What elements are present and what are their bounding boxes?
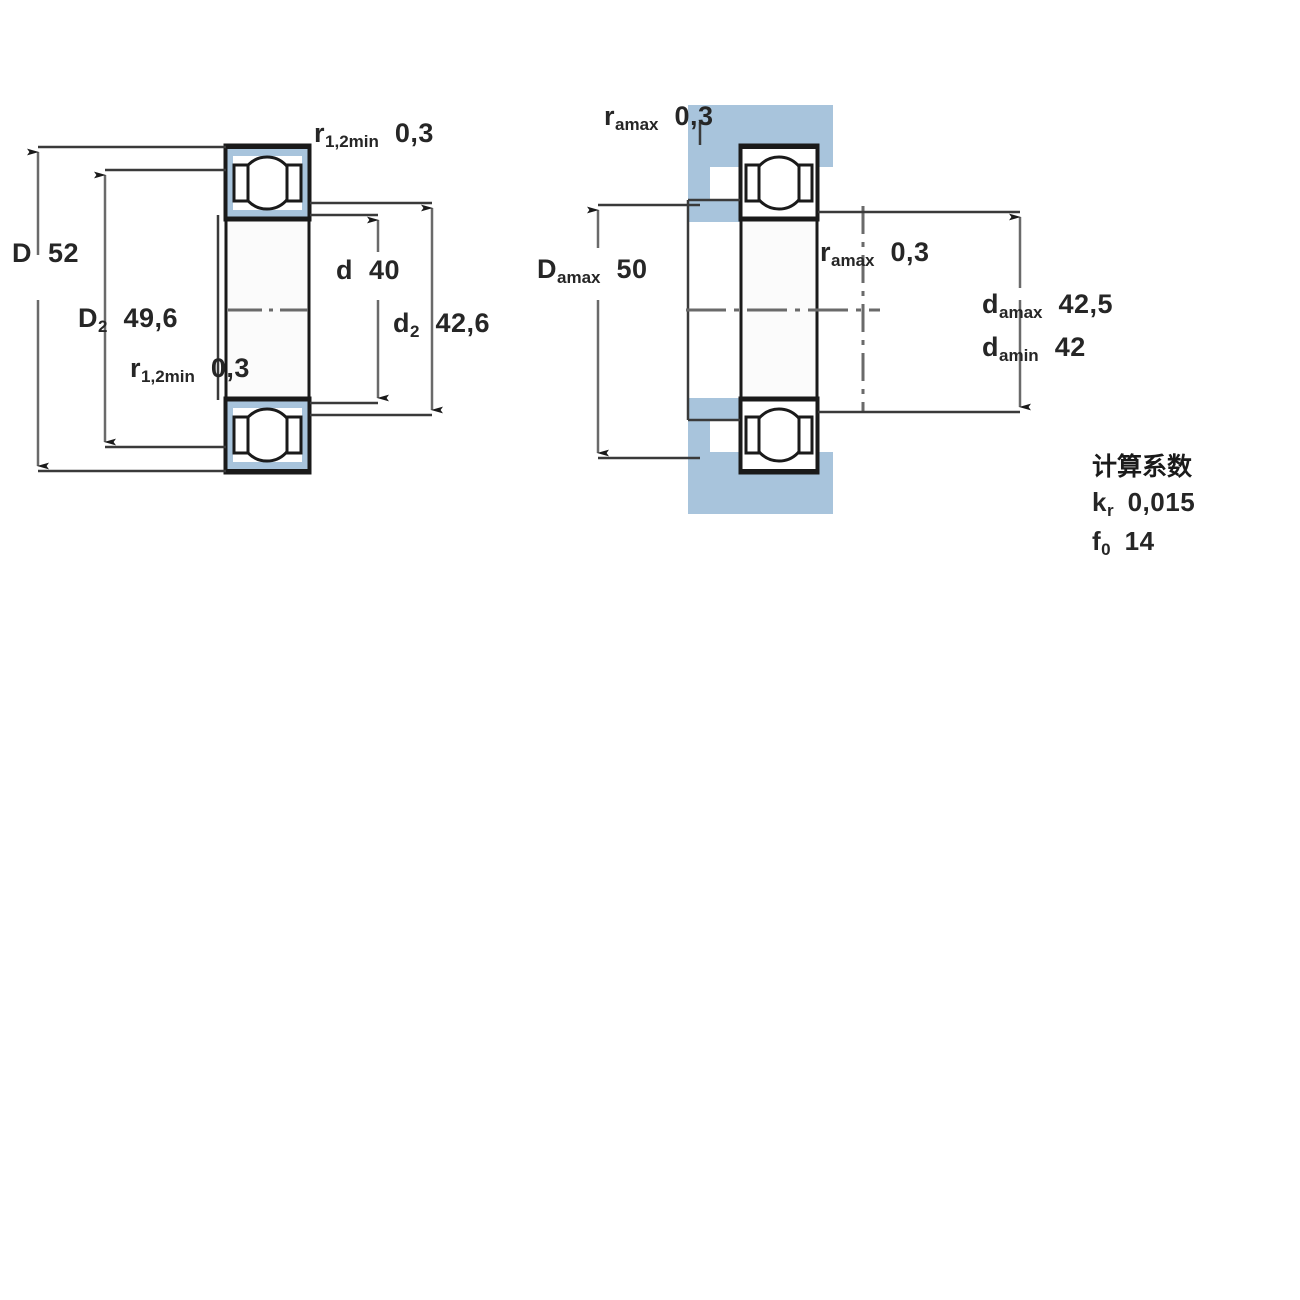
dim-subscript-damin: amin: [999, 346, 1039, 366]
dim-subscript-damax: amax: [999, 303, 1043, 323]
dim-d2: [310, 201, 443, 417]
dim-damax-damin: [818, 210, 1031, 414]
dim-subscript-Damax: amax: [557, 268, 601, 288]
dim-symbol-ramax-mid: r: [820, 237, 832, 267]
dim-label-ramax-top: ramax 0,3: [604, 101, 714, 135]
left-lower-ring: [223, 396, 312, 475]
dim-D: [27, 145, 226, 473]
dim-label-d2: d2 42,6: [393, 308, 491, 342]
dim-value-damin: 42: [1054, 332, 1086, 362]
right-shoulder-lower: [688, 398, 740, 420]
right-lower-ring: [738, 396, 820, 475]
left-upper-ring: [223, 143, 312, 222]
dim-symbol-r12min-upper: r: [314, 118, 326, 148]
dim-label-Damax: Damax 50: [537, 254, 648, 288]
factor-subscript-kr: r: [1106, 501, 1114, 521]
dim-value-D2: 49,6: [123, 303, 179, 333]
dim-subscript-d2: 2: [410, 322, 420, 342]
dim-label-damin: damin 42: [982, 332, 1086, 366]
right-shoulder-upper: [688, 200, 740, 222]
dim-value-r12min-lower: 0,3: [210, 353, 250, 383]
factor-row-kr: kr 0,015: [1092, 489, 1195, 519]
dim-symbol-damax: d: [982, 289, 999, 319]
dim-subscript-D2: 2: [98, 317, 108, 337]
dim-subscript-ramax-mid: amax: [831, 251, 875, 271]
dim-label-r12min-upper: r1,2min 0,3: [314, 118, 434, 152]
factor-symbol-kr: k: [1092, 487, 1107, 517]
dim-value-ramax-top: 0,3: [674, 101, 714, 131]
dim-value-d: 40: [369, 255, 401, 285]
factor-subscript-f0: 0: [1101, 540, 1111, 560]
dim-symbol-r12min-lower: r: [130, 353, 142, 383]
dim-label-damax: damax 42,5: [982, 289, 1114, 323]
dim-D2: [94, 168, 226, 449]
dim-label-D: D 52: [12, 240, 79, 267]
dim-value-d2: 42,6: [435, 308, 491, 338]
left-bearing-view: [27, 143, 443, 475]
right-upper-ring: [738, 143, 820, 222]
dim-label-r12min-lower: r1,2min 0,3: [130, 353, 250, 387]
dim-value-Damax: 50: [616, 254, 648, 284]
dim-label-d: d 40: [336, 257, 400, 284]
dim-subscript-r12min-upper: 1,2min: [325, 132, 379, 152]
dim-Damax: [587, 203, 700, 460]
dim-symbol-D: D: [12, 238, 32, 268]
dim-subscript-ramax-top: amax: [615, 115, 659, 135]
dim-label-ramax-mid: ramax 0,3: [820, 237, 930, 271]
dim-label-D2: D2 49,6: [78, 303, 179, 337]
factor-value-f0: 14: [1124, 526, 1155, 557]
dim-d: [310, 213, 389, 405]
right-bearing-view: [587, 105, 1031, 514]
dim-symbol-D2: D: [78, 303, 98, 333]
calculation-factors-heading: 计算系数: [1092, 453, 1193, 481]
dim-value-damax: 42,5: [1058, 289, 1114, 319]
dim-value-ramax-mid: 0,3: [890, 237, 930, 267]
dim-symbol-damin: d: [982, 332, 999, 362]
calculation-factors-block: 计算系数 kr 0,015 f0 14: [1092, 453, 1195, 559]
dim-symbol-d: d: [336, 255, 353, 285]
dim-symbol-d2: d: [393, 308, 410, 338]
dim-subscript-r12min-lower: 1,2min: [141, 367, 195, 387]
factor-symbol-f0: f: [1092, 526, 1102, 557]
factor-row-f0: f0 14: [1092, 528, 1195, 558]
dim-symbol-ramax-top: r: [604, 101, 616, 131]
dim-symbol-Damax: D: [537, 254, 557, 284]
dim-value-r12min-upper: 0,3: [394, 118, 434, 148]
factor-value-kr: 0,015: [1127, 487, 1196, 517]
dim-value-D: 52: [48, 238, 80, 268]
